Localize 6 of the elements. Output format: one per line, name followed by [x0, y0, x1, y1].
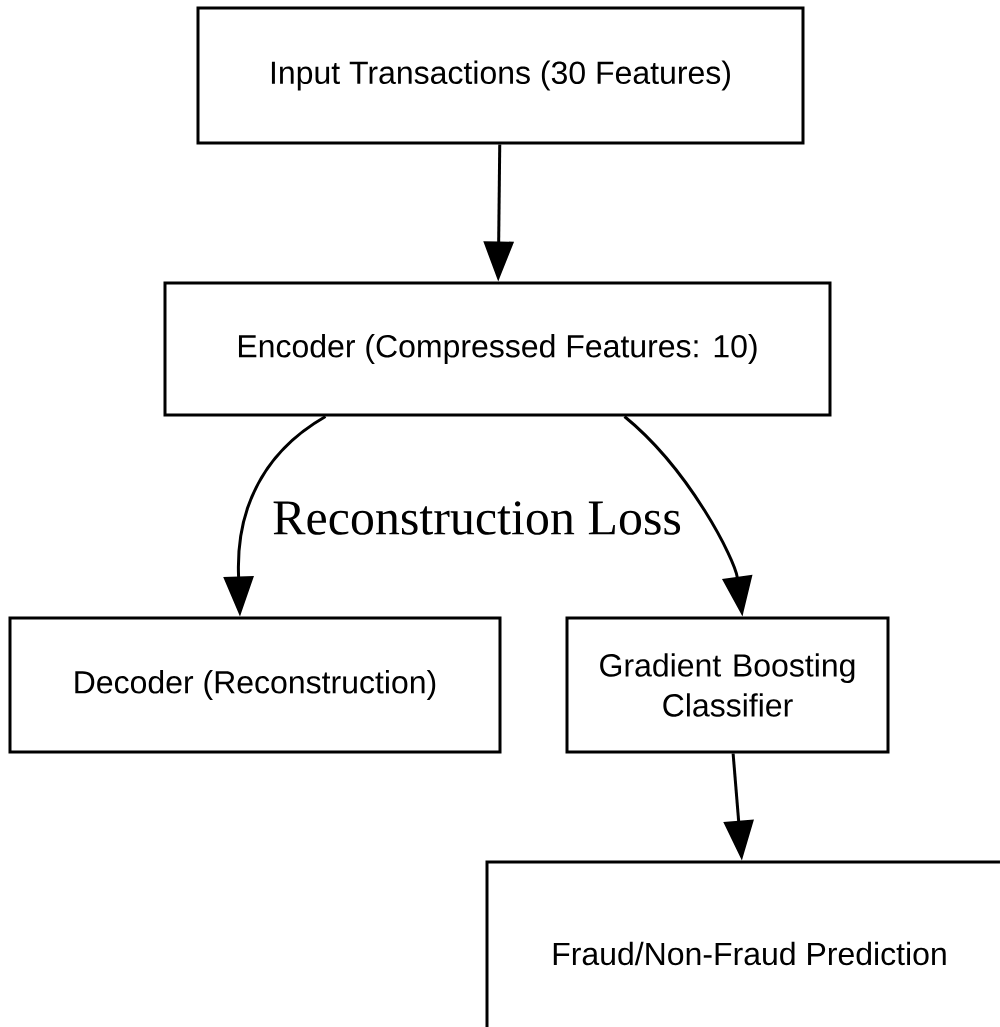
edge-label: Reconstruction Loss [273, 501, 681, 535]
process-box: Encoder (Compressed Features: 10) [163, 281, 832, 417]
process-box: Fraud/Non-Fraud Prediction [485, 860, 1000, 1027]
process-box: Decoder (Reconstruction) [8, 616, 502, 754]
process-box: Input Transactions (30 Features) [196, 6, 805, 145]
process-box: Gradient Boosting Classifier [565, 616, 890, 754]
